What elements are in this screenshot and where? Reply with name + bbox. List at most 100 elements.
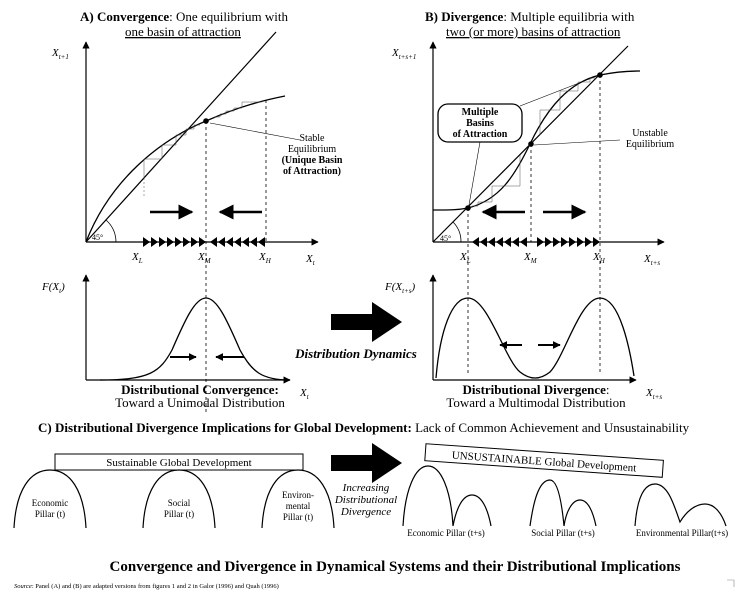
pillar-environmental-ts-label: Environmental Pillar(t+s) — [636, 528, 728, 538]
pillar-social-ts — [529, 479, 597, 527]
panel-b-x-label: Xt+s — [643, 253, 660, 267]
left-triangle-marker — [250, 237, 257, 247]
right-triangle-marker — [545, 237, 552, 247]
panel-b-callout-text: Multiple Basins of Attraction — [453, 107, 508, 140]
pillar-social-t-label: Social Pillar (t) — [164, 498, 194, 519]
panel-b-bimodal-curve — [435, 297, 635, 379]
right-triangle-marker — [569, 237, 576, 247]
panel-c: C) Distributional Divergence Implication… — [13, 420, 728, 538]
svg-text:Equilibrium: Equilibrium — [288, 144, 337, 155]
right-triangle-marker — [593, 237, 600, 247]
svg-text:Distributional: Distributional — [334, 494, 397, 506]
svg-text:of Attraction): of Attraction) — [283, 166, 341, 177]
panel-b-dist-x-label: Xt+s — [645, 387, 662, 401]
panel-b-unstable-annotation: Unstable Equilibrium — [626, 128, 675, 150]
panel-a-45-degree-line — [85, 31, 277, 243]
panel-a-convergence-triangles — [143, 237, 265, 247]
panel-a-x-label: Xt — [305, 253, 316, 267]
panel-b-cobweb-lower — [472, 155, 521, 207]
panel-b-unstable-pointer — [533, 139, 621, 146]
svg-text:Increasing: Increasing — [342, 482, 390, 494]
pillar-environmental-t — [261, 469, 335, 529]
middle-big-arrow — [331, 302, 402, 342]
right-triangle-marker — [183, 237, 190, 247]
sustainable-label: Sustainable Global Development — [106, 457, 251, 469]
panel-a-cobweb-left — [143, 124, 200, 197]
left-triangle-marker — [218, 237, 225, 247]
right-triangle-marker — [191, 237, 198, 247]
panel-b-xh-label: XH — [592, 251, 606, 265]
panel-a-annotation-pointer — [209, 122, 301, 141]
panel-a-title-suffix: : One equilibrium with — [169, 9, 288, 24]
svg-text:Pillar (t): Pillar (t) — [283, 512, 313, 522]
svg-text:Environ-: Environ- — [282, 490, 314, 500]
middle-transition: Distribution Dynamics — [294, 302, 417, 361]
panel-b-callout-pointer-low — [468, 141, 481, 206]
panel-b-dist-caption-2: Toward a Multimodal Distribution — [446, 395, 626, 410]
panel-b-dist-caption-1: Distributional Divergence: — [463, 382, 610, 397]
right-triangle-marker — [577, 237, 584, 247]
svg-text:Social: Social — [168, 498, 191, 508]
panel-b-xm-label: XM — [523, 251, 538, 265]
svg-text:Stable: Stable — [300, 133, 326, 144]
panel-b: B) Divergence: Multiple equilibria with … — [384, 9, 674, 410]
left-triangle-marker — [520, 237, 527, 247]
left-triangle-marker — [496, 237, 503, 247]
unsustainable-beam — [424, 443, 664, 478]
panel-a-title: A) Convergence: One equilibrium with — [80, 9, 288, 24]
panel-b-cobweb-upper — [539, 77, 596, 135]
pillar-environmental-t-label: Environ- mental Pillar (t) — [282, 490, 314, 522]
corner-mark — [727, 579, 735, 587]
pillar-economic-ts-label: Economic Pillar (t+s) — [407, 528, 485, 538]
right-triangle-marker — [537, 237, 544, 247]
source-note: Source: Panel (A) and (B) are adapted ve… — [14, 583, 279, 590]
distribution-dynamics-label: Distribution Dynamics — [294, 346, 417, 361]
svg-text:Unstable: Unstable — [632, 128, 668, 139]
svg-text:Pillar (t): Pillar (t) — [35, 509, 65, 519]
panel-b-callout-pointer-high — [519, 75, 598, 107]
pillar-economic-ts — [402, 465, 492, 527]
left-triangle-marker — [472, 237, 479, 247]
right-triangle-marker — [175, 237, 182, 247]
panel-b-angle-arc — [452, 221, 462, 243]
divergence-arrow-caption: Increasing Distributional Divergence — [334, 482, 397, 518]
svg-text:Divergence: Divergence — [340, 506, 391, 518]
svg-text:Basins: Basins — [466, 118, 494, 129]
unsustainable-beam-group: UNSUSTAINABLE Global Development — [424, 443, 664, 478]
panel-b-angle-label: 45° — [440, 234, 451, 243]
pillar-social-t — [142, 469, 216, 529]
panel-a-dist-y-label: F(Xt) — [41, 281, 65, 295]
svg-text:Economic: Economic — [32, 498, 69, 508]
right-triangle-marker — [167, 237, 174, 247]
divergence-big-arrow — [331, 443, 402, 483]
svg-text:Pillar (t): Pillar (t) — [164, 509, 194, 519]
panel-b-xl-label: XL — [459, 251, 471, 265]
pillar-economic-t — [13, 469, 87, 529]
panel-a-xh-label: XH — [258, 251, 272, 265]
pillar-environmental-ts — [634, 483, 727, 527]
panel-a: A) Convergence: One equilibrium with one… — [41, 9, 343, 415]
left-triangle-marker — [210, 237, 217, 247]
right-triangle-marker — [585, 237, 592, 247]
svg-text:Multiple: Multiple — [462, 107, 499, 118]
right-triangle-marker — [561, 237, 568, 247]
panel-b-subtitle: two (or more) basins of attraction — [446, 24, 621, 39]
right-triangle-marker — [143, 237, 150, 247]
panel-a-transition-curve — [85, 95, 286, 243]
svg-text:mental: mental — [286, 501, 311, 511]
svg-text:of Attraction: of Attraction — [453, 129, 508, 140]
left-triangle-marker — [512, 237, 519, 247]
right-triangle-marker — [199, 237, 206, 247]
right-triangle-marker — [159, 237, 166, 247]
panel-a-unimodal-curve — [99, 297, 291, 381]
panel-a-angle-arc — [105, 219, 117, 243]
panel-a-title-prefix: A) Convergence — [80, 9, 169, 24]
left-triangle-marker — [488, 237, 495, 247]
panel-a-dist-caption-2: Toward a Unimodal Distribution — [115, 395, 285, 410]
panel-a-xl-label: XL — [131, 251, 143, 265]
right-triangle-marker — [151, 237, 158, 247]
left-triangle-marker — [242, 237, 249, 247]
panel-b-title: B) Divergence: Multiple equilibria with — [425, 9, 635, 24]
right-triangle-marker — [553, 237, 560, 247]
left-triangle-marker — [504, 237, 511, 247]
